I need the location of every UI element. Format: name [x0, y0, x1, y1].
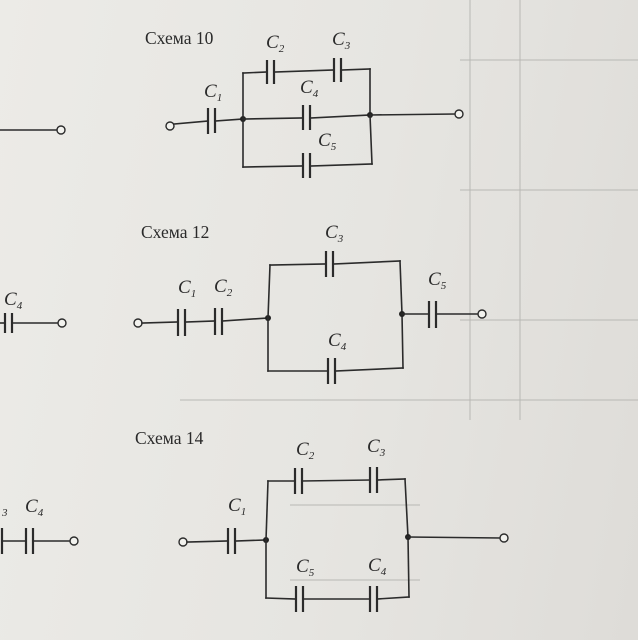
scheme-14-c2-label: C2: [296, 439, 315, 462]
scheme-12-c1-label: C1: [178, 277, 196, 300]
scheme-12-c2-label: C2: [214, 276, 233, 299]
left-mid-c4-label: C4: [4, 289, 23, 312]
scheme-10-c2-label: C2: [266, 32, 285, 55]
scheme-12: Схема 12 C1 C2 C3 C4 C5: [133, 222, 487, 384]
left-partial-circuits: C4 3 C4: [0, 125, 79, 554]
scheme-10-c4-label: C4: [300, 77, 319, 100]
scheme-14-title: Схема 14: [135, 428, 204, 448]
scheme-10-c1-label: C1: [204, 81, 222, 104]
left-bottom-c4-label: C4: [25, 496, 44, 519]
scheme-10-title: Схема 10: [145, 28, 214, 48]
scheme-14-c1-label: C1: [228, 495, 246, 518]
scheme-14-c4-label: C4: [368, 555, 387, 578]
scheme-10-c5-label: C5: [318, 130, 337, 153]
scheme-14-c3-label: C3: [367, 436, 386, 459]
scheme-12-c4-label: C4: [328, 330, 347, 353]
scheme-12-c5-label: C5: [428, 269, 447, 292]
scheme-10: Схема 10 C1 C2 C3: [145, 28, 464, 178]
show-through-table: [180, 0, 638, 581]
scheme-14-c5-label: C5: [296, 556, 315, 579]
scheme-12-title: Схема 12: [141, 222, 209, 242]
left-bottom-c3-label: 3: [1, 507, 8, 519]
scheme-12-c3-label: C3: [325, 222, 344, 245]
scheme-14: Схема 14 C1 C2 C3 C5 C4: [135, 428, 509, 612]
scheme-10-c3-label: C3: [332, 29, 351, 52]
